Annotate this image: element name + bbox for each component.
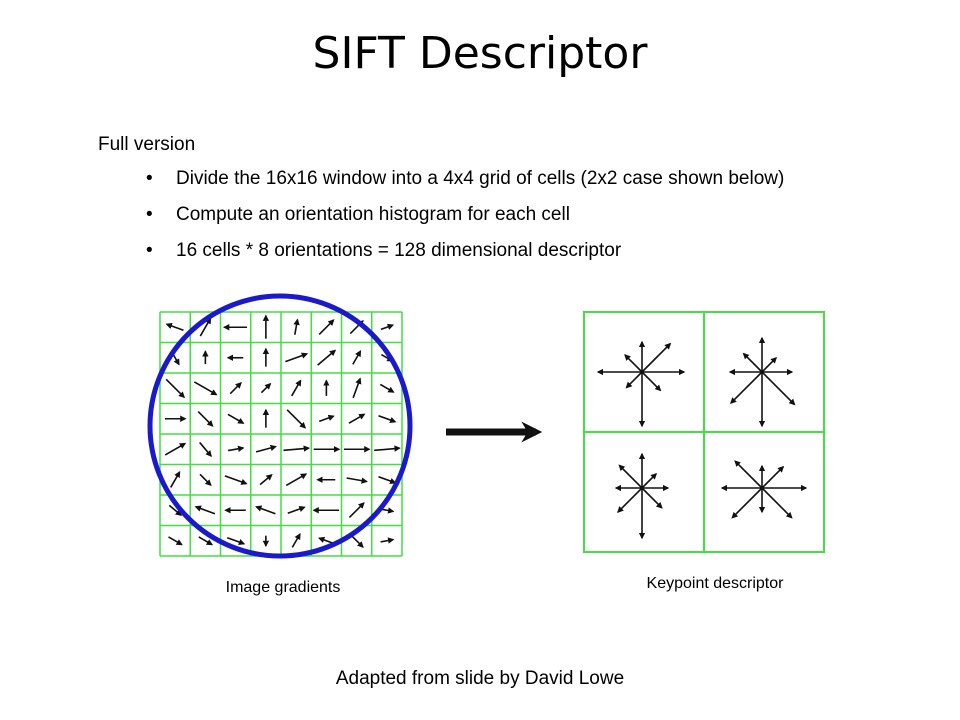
gradient-arrow [164, 442, 187, 456]
orientation-arrow [641, 371, 662, 392]
gradient-arrow [224, 475, 248, 485]
subheading: Full version [98, 134, 196, 155]
gradient-arrow [317, 349, 337, 366]
gradient-arrow [193, 381, 218, 396]
bullet-glyph: • [146, 204, 153, 225]
bullet-text: Compute an orientation histogram for eac… [176, 204, 570, 225]
orientation-arrow [641, 342, 672, 373]
gradient-arrow [197, 410, 214, 427]
gradient-arrow [352, 350, 362, 365]
bullet-text: Divide the 16x16 window into a 4x4 grid … [176, 168, 785, 189]
orientation-arrow [734, 460, 763, 489]
gradient-arrow [285, 473, 308, 487]
gradient-arrows [164, 314, 401, 548]
gradient-arrow [199, 441, 212, 458]
orientation-arrow [761, 371, 796, 406]
keypoint-descriptor-label: Keypoint descriptor [647, 575, 785, 592]
gradient-arrow [293, 318, 300, 335]
gradient-arrow [168, 536, 183, 546]
gradient-arrow [255, 505, 276, 515]
keypoint-descriptor-grid [583, 311, 825, 553]
gradient-arrow [291, 533, 301, 548]
image-gradients-label: Image gradients [226, 579, 341, 596]
orientation-arrow [641, 472, 658, 489]
gradient-arrow [380, 323, 395, 331]
gradient-arrow [194, 505, 216, 515]
gradient-arrow [380, 537, 395, 544]
source-credit: Adapted from slide by David Lowe [335, 668, 625, 689]
orientation-arrow [761, 487, 793, 519]
gradient-arrow [318, 414, 335, 423]
gradient-arrow [199, 317, 212, 337]
gradient-arrow [199, 473, 212, 487]
gradient-arrow [227, 445, 245, 452]
gradient-arrow [227, 413, 245, 424]
gradient-arrow [348, 413, 366, 424]
image-gradient-grid [159, 311, 403, 557]
orientation-arrow [761, 356, 778, 373]
gradient-arrow [285, 352, 309, 363]
gradient-arrow [348, 502, 365, 519]
slide-title: SIFT Descriptor [312, 28, 648, 79]
gradient-arrow [318, 319, 335, 336]
gradient-arrow [378, 475, 397, 485]
gradient-arrow [352, 377, 362, 399]
gradient-arrow [283, 445, 311, 452]
gradient-arrow [374, 445, 401, 452]
orientation-arrow [624, 354, 643, 373]
orientation-arrow [761, 465, 785, 489]
gradient-arrow [346, 477, 368, 484]
gradient-arrow [378, 414, 397, 424]
gradient-arrow [287, 505, 306, 515]
gradient-arrow [259, 474, 273, 486]
orientation-arrow [625, 371, 643, 389]
bullet-text: 16 cells * 8 orientations = 128 dimensio… [176, 240, 622, 261]
gradient-arrow [198, 536, 214, 546]
bullet-list: • Divide the 16x16 window into a 4x4 grid… [146, 166, 784, 274]
gradient-arrow [226, 536, 246, 546]
gradient-arrow [169, 470, 181, 488]
orientation-arrow [729, 371, 763, 405]
gradient-arrow [260, 382, 272, 394]
gradient-arrow [255, 444, 277, 453]
orientation-histograms [596, 336, 808, 540]
orientation-arrow [618, 464, 643, 489]
gradient-arrow [286, 409, 307, 429]
bullet-item: • Compute an orientation histogram for ea… [146, 202, 784, 238]
bullet-glyph: • [146, 168, 153, 189]
gradient-arrow [229, 381, 242, 395]
gradient-arrow [165, 378, 186, 399]
orientation-arrow [617, 487, 643, 513]
gradient-arrow [379, 383, 395, 393]
bullet-item: • Divide the 16x16 window into a 4x4 grid… [146, 166, 784, 202]
gradient-arrow [165, 322, 184, 332]
bullet-glyph: • [146, 240, 153, 261]
orientation-arrow [731, 487, 763, 519]
gaussian-window-circle [147, 293, 413, 559]
gradient-arrow [168, 504, 182, 516]
orientation-arrow [641, 487, 663, 509]
bullet-item: • 16 cells * 8 orientations = 128 dimensi… [146, 238, 784, 274]
orientation-arrow [742, 352, 763, 373]
gradient-arrow [318, 536, 334, 545]
gradient-arrow [290, 379, 302, 397]
